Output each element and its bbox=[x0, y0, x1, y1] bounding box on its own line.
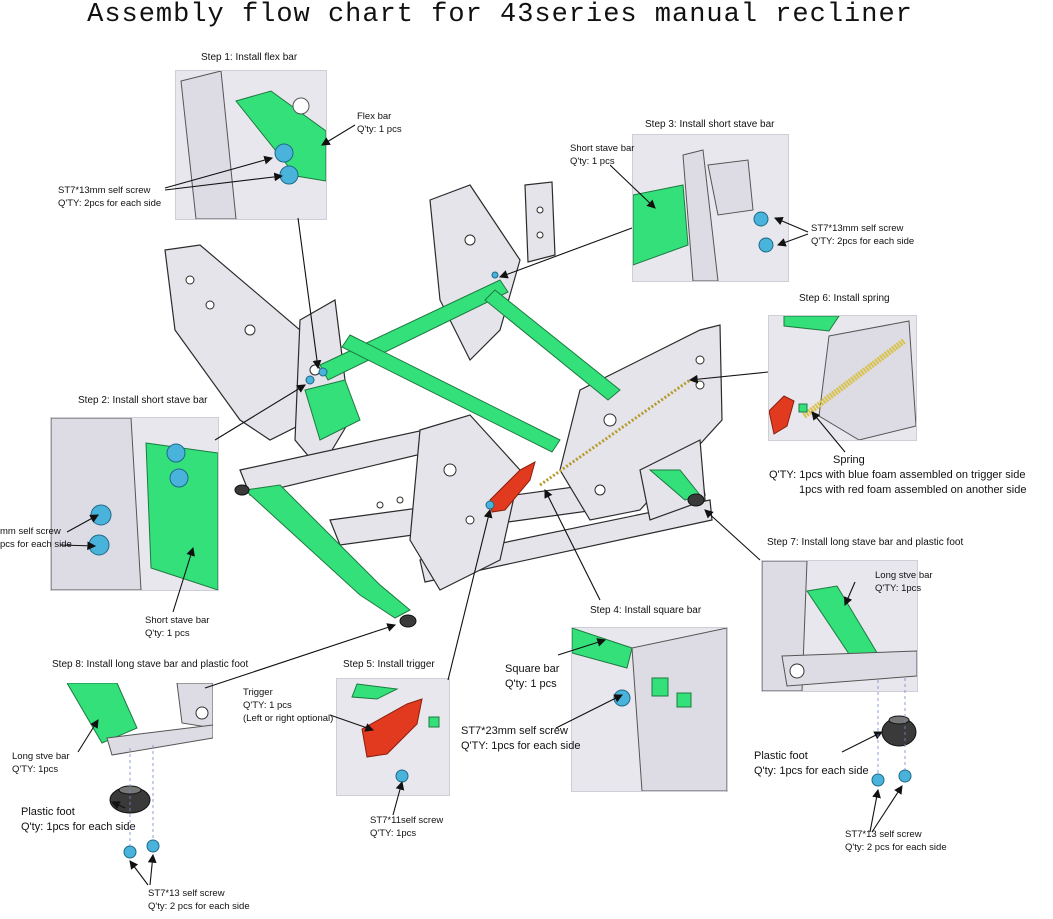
spring bbox=[539, 378, 691, 487]
rear-linkage-plate bbox=[429, 184, 521, 362]
step3-part-qty: Q'ty: 1 pcs bbox=[570, 156, 615, 167]
step5-screw-qty: Q'TY: 1pcs bbox=[370, 828, 417, 839]
foot-left-rear bbox=[234, 484, 250, 496]
step7-heading: Step 7: Install long stave bar and plast… bbox=[767, 537, 964, 548]
foot-right-front bbox=[687, 493, 705, 507]
foot-left-front bbox=[399, 614, 417, 628]
step7-foot-qty: Q'ty: 1pcs for each side bbox=[754, 765, 869, 777]
step1-screw-qty: Q'TY: 2pcs for each side bbox=[58, 198, 162, 209]
step3-panel bbox=[632, 134, 789, 282]
step8-foot-label: Plastic foot bbox=[21, 806, 75, 818]
step5-part-note: (Left or right optional) bbox=[243, 713, 334, 724]
left-side-plate bbox=[164, 244, 311, 441]
step5-heading: Step 5: Install trigger bbox=[343, 659, 435, 670]
step2-screw-qty: pcs for each side bbox=[0, 539, 72, 550]
step4-screw-label: ST7*23mm self screw bbox=[461, 725, 568, 737]
step3-screw-label: ST7*13mm self screw bbox=[811, 223, 904, 234]
square-bar bbox=[341, 334, 561, 453]
right-front-plate bbox=[409, 414, 521, 591]
step2-heading: Step 2: Install short stave bar bbox=[78, 395, 208, 406]
step6-part-qty2: 1pcs with red foam assembled on another … bbox=[799, 484, 1027, 496]
step1-heading: Step 1: Install flex bar bbox=[201, 52, 298, 63]
step7-screw-label: ST7*13 self screw bbox=[845, 829, 922, 840]
step1-part-qty: Q'ty: 1 pcs bbox=[357, 124, 402, 135]
step5-part-label: Trigger bbox=[243, 687, 273, 698]
rear-bracket bbox=[524, 181, 556, 263]
step1-part-label: Flex bar bbox=[357, 111, 392, 122]
step6-heading: Step 6: Install spring bbox=[799, 293, 890, 304]
step3-screw-qty: Q'TY: 2pcs for each side bbox=[811, 236, 915, 247]
step2-part-qty: Q'ty: 1 pcs bbox=[145, 628, 190, 639]
step1-screw-label: ST7*13mm self screw bbox=[58, 185, 151, 196]
step5-part-qty: Q'TY: 1 pcs bbox=[243, 700, 292, 711]
short-stave-bar-left bbox=[304, 379, 361, 441]
step3-heading: Step 3: Install short stave bar bbox=[645, 119, 775, 130]
step4-panel bbox=[571, 627, 728, 792]
step1-panel bbox=[175, 70, 327, 220]
step5-panel bbox=[336, 678, 450, 796]
step6-part-qty: Q'TY: 1pcs with blue foam assembled on t… bbox=[769, 469, 1026, 481]
step4-part-label: Square bar bbox=[505, 663, 560, 675]
step8-foot-qty: Q'ty: 1pcs for each side bbox=[21, 821, 136, 833]
long-stave-bar-left bbox=[243, 484, 411, 619]
step6-panel bbox=[768, 315, 917, 441]
step8-panel bbox=[67, 683, 213, 760]
step2-part-label: Short stave bar bbox=[145, 615, 210, 626]
step2-screw-label: mm self screw bbox=[0, 526, 61, 537]
step7-screw-qty: Q'ty: 2 pcs for each side bbox=[845, 842, 947, 853]
step7-part-qty: Q'TY: 1pcs bbox=[875, 583, 922, 594]
step4-part-qty: Q'ty: 1 pcs bbox=[505, 678, 557, 690]
step8-screw-qty: Q'ty: 2 pcs for each side bbox=[148, 901, 250, 912]
step6-part-label: Spring bbox=[833, 454, 865, 466]
short-stave-bar-rear bbox=[484, 289, 621, 401]
step7-foot-label: Plastic foot bbox=[754, 750, 808, 762]
step3-part-label: Short stave bar bbox=[570, 143, 635, 154]
page-title: Assembly flow chart for 43series manual … bbox=[87, 0, 913, 30]
step2-panel bbox=[50, 417, 219, 591]
step4-screw-qty: Q'TY: 1pcs for each side bbox=[461, 740, 581, 752]
step4-heading: Step 4: Install square bar bbox=[590, 605, 702, 616]
step8-part-qty: Q'TY: 1pcs bbox=[12, 764, 59, 775]
step5-screw-label: ST7*11self screw bbox=[370, 815, 444, 826]
step7-panel bbox=[761, 560, 918, 692]
step7-part-label: Long stve bar bbox=[875, 570, 933, 581]
step8-heading: Step 8: Install long stave bar and plast… bbox=[52, 659, 249, 670]
step8-screw-label: ST7*13 self screw bbox=[148, 888, 225, 899]
step8-part-label: Long stve bar bbox=[12, 751, 70, 762]
